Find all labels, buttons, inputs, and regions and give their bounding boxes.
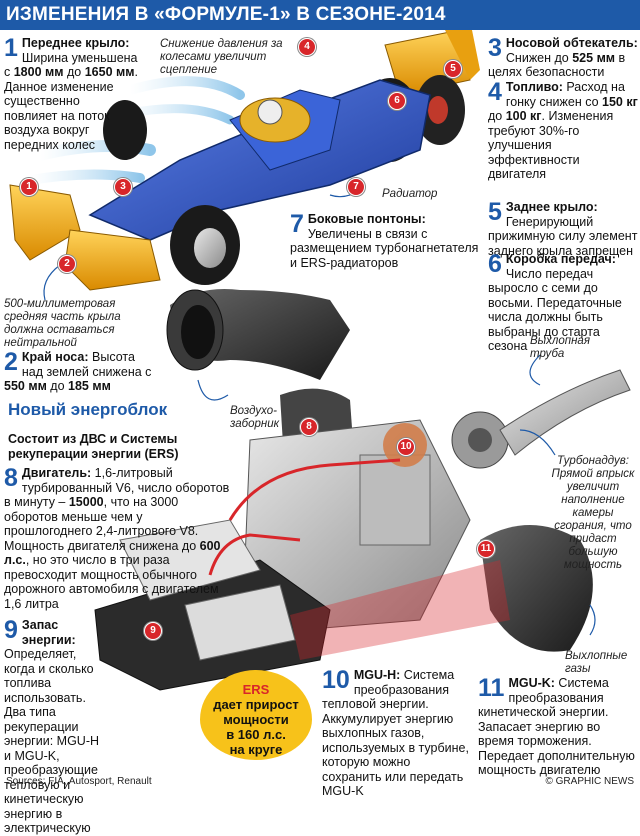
item-value: 15000 <box>68 495 104 509</box>
item-heading: Топливо: <box>505 80 563 94</box>
item-gearbox: 6 Коробка передач: Число передач выросло… <box>488 252 638 354</box>
power-unit <box>94 289 631 691</box>
item-text: Увеличены в связи с размещением турбонаг… <box>290 226 479 270</box>
note-downforce: Снижение давления за колесами увеличит с… <box>160 38 283 76</box>
item-number: 9 <box>4 616 18 644</box>
note-middle-wing: 500-миллиметровая средняя часть крыла до… <box>4 298 121 349</box>
item-number: 2 <box>4 348 18 376</box>
item-heading: Запас энергии: <box>21 618 76 647</box>
item-value: 525 мм <box>572 50 616 65</box>
item-heading: Переднее крыло: <box>21 36 130 50</box>
marker-11: 11 <box>477 540 495 558</box>
item-number: 10 <box>322 666 350 694</box>
item-sidepods: 7 Боковые понтоны: Увеличены в связи с р… <box>290 212 480 270</box>
item-text: Высота над землей снижена с <box>21 350 152 379</box>
note-exhaust-gas: Выхлопные газы <box>565 650 628 675</box>
item-heading: Боковые понтоны: <box>307 212 426 226</box>
item-text: Данное изменение существенно повлияет на… <box>4 79 114 152</box>
item-fuel: 4 Топливо: Расход на гонку снижен со 150… <box>488 80 638 182</box>
item-text: . <box>134 65 138 79</box>
item-front-wing: 1 Переднее крыло: Ширина уменьшена с 180… <box>4 36 154 152</box>
marker-3: 3 <box>114 178 132 196</box>
item-heading: Коробка передач: <box>505 252 616 266</box>
item-value: 185 мм <box>68 379 111 393</box>
marker-5: 5 <box>444 60 462 78</box>
item-number: 11 <box>478 674 505 702</box>
item-mgu-k: 11 MGU-K: Система преобразования кинетич… <box>478 676 638 778</box>
marker-4: 4 <box>298 38 316 56</box>
item-number: 7 <box>290 210 304 238</box>
page-title: ИЗМЕНЕНИЯ В «ФОРМУЛЕ-1» В СЕЗОНЕ-2014 <box>0 0 640 30</box>
item-heading: MGU-H: <box>353 668 401 682</box>
marker-10: 10 <box>397 438 415 456</box>
note-air-intake: Воздухо-заборник <box>230 405 280 430</box>
item-value: 1650 мм <box>84 65 135 79</box>
item-value: 550 мм <box>4 379 47 393</box>
item-number: 3 <box>488 34 502 62</box>
ers-badge-label: ERS <box>242 682 270 697</box>
section-title: Новый энергоблок <box>8 400 168 419</box>
marker-6: 6 <box>388 92 406 110</box>
item-heading: Заднее крыло: <box>505 200 598 214</box>
item-number: 8 <box>4 464 18 492</box>
item-text: , что на 3000 оборотов меньше чем у прош… <box>4 495 200 553</box>
marker-1: 1 <box>20 178 38 196</box>
item-heading: MGU-K: <box>508 676 555 690</box>
footer-credit: © GRAPHIC NEWS <box>545 776 635 787</box>
item-text: до <box>46 379 69 393</box>
marker-7: 7 <box>347 178 365 196</box>
item-value: 100 кг <box>505 109 542 123</box>
item-rear-wing: 5 Заднее крыло: Генерирующий прижимную с… <box>488 200 638 258</box>
item-text: до <box>63 65 85 79</box>
ers-badge-text: в 160 л.с. <box>226 727 286 742</box>
item-nose-tip: 2 Край носа: Высота над землей снижена с… <box>4 350 154 394</box>
item-text: Система преобразования тепловой энергии.… <box>322 668 469 798</box>
item-text: в целях безопасности <box>488 50 626 80</box>
item-engine: 8 Двигатель: 1,6-литровый турбированный … <box>4 466 234 611</box>
item-text: Расход на гонку снижен со <box>505 80 625 109</box>
section-subtitle: Состоит из ДВС и Системы рекуперации эне… <box>8 432 179 461</box>
item-text: Система преобразования кинетической энер… <box>478 676 635 777</box>
ers-badge-text: на круге <box>229 742 283 757</box>
item-text: с <box>4 65 14 79</box>
item-mgu-h: 10 MGU-H: Система преобразования теплово… <box>322 668 472 799</box>
item-value: 600 л.с. <box>4 538 221 568</box>
note-turbo: Турбонаддув: Прямой впрыск увеличит напо… <box>551 455 635 571</box>
item-number: 5 <box>488 198 502 226</box>
ers-badge: ERS дает прирост мощности в 160 л.с. на … <box>200 670 312 760</box>
item-value: 1800 мм <box>13 65 64 79</box>
item-heading: Носовой обтекатель: <box>505 36 638 50</box>
marker-9: 9 <box>144 622 162 640</box>
item-value: 150 кг <box>602 94 638 109</box>
item-text: , но это число в три раза превосходит мо… <box>4 553 219 611</box>
item-number: 6 <box>488 250 502 278</box>
item-text: Определяет, когда и сколько топлива испо… <box>4 647 100 835</box>
item-text: . Изменения требуют 30%-го улучшения эфф… <box>488 109 614 181</box>
item-text: Число передач выросло с семи до восьми. … <box>488 266 622 354</box>
item-text: Снижен до <box>505 50 573 65</box>
footer-sources: Sources: FIA, Autosport, Renault <box>6 776 152 787</box>
illustration <box>9 20 631 691</box>
item-number: 1 <box>4 34 18 62</box>
marker-8: 8 <box>300 418 318 436</box>
item-text: Генерирующий прижимную силу элемент задн… <box>488 214 638 258</box>
item-number: 4 <box>488 78 502 106</box>
note-radiator: Радиатор <box>382 188 438 200</box>
item-heading: Край носа: <box>21 350 89 364</box>
item-text: до <box>488 109 506 123</box>
item-text: 1,6-литровый турбированный V6, число обо… <box>4 466 230 509</box>
item-energy-store: 9 Запас энергии: Определяет, когда и ско… <box>4 618 100 836</box>
marker-2: 2 <box>58 255 76 273</box>
item-nose-cone: 3 Носовой обтекатель: Снижен до 525 мм в… <box>488 36 638 80</box>
ers-badge-text: дает прирост мощности <box>213 697 299 727</box>
item-text: Ширина уменьшена <box>21 50 138 65</box>
item-heading: Двигатель: <box>21 466 92 480</box>
note-exhaust-pipe: Выхлопная труба <box>530 335 590 360</box>
f1-car <box>9 20 480 291</box>
